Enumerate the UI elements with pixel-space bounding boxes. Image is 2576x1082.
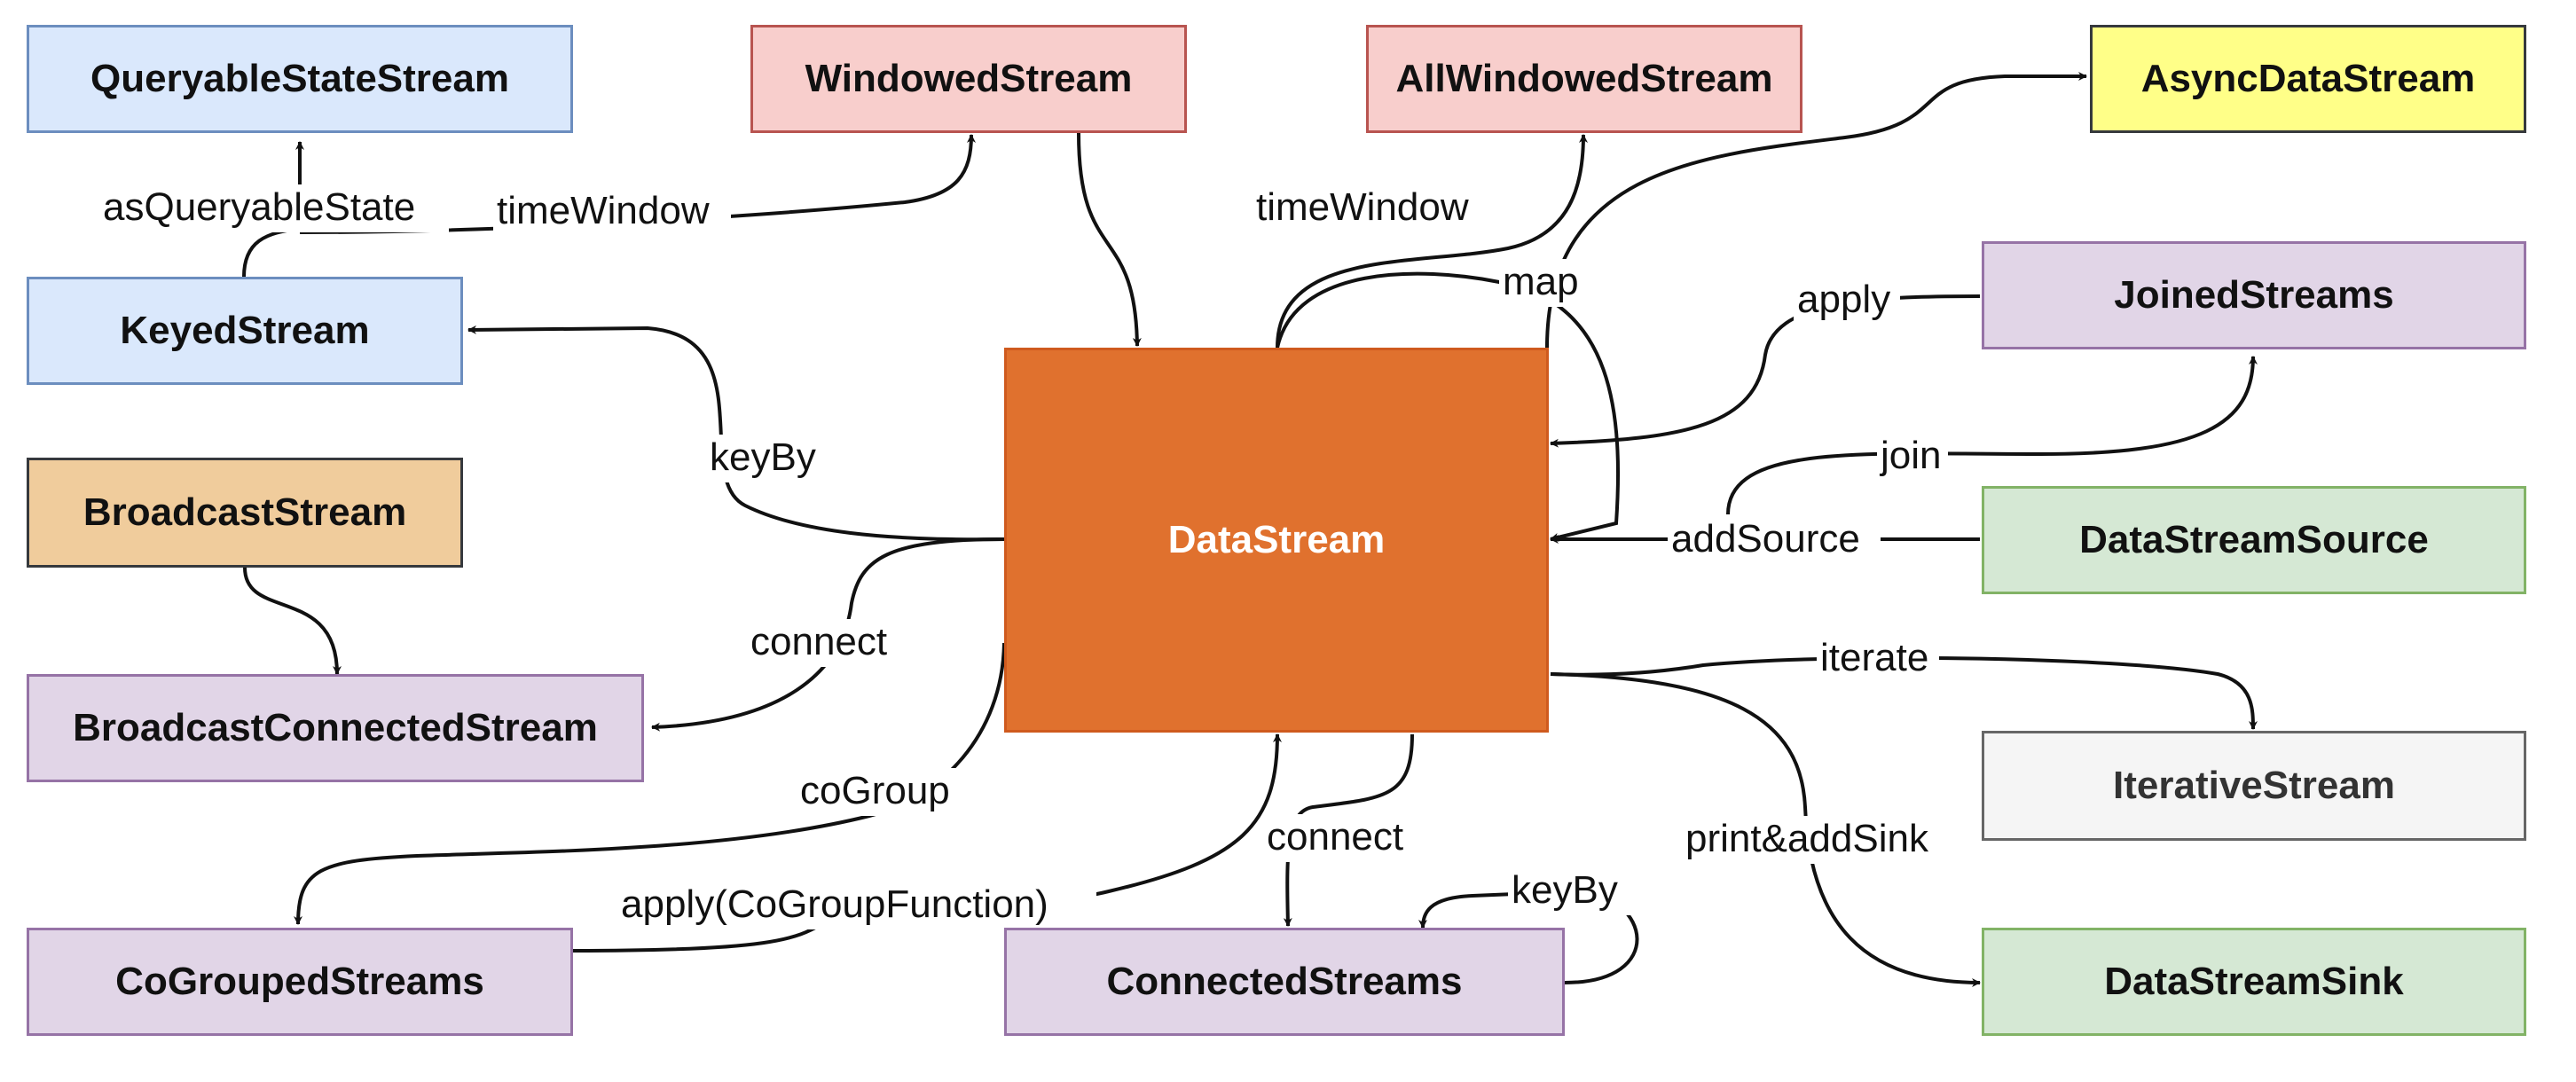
edge-time-window-all <box>1276 134 1588 349</box>
node-queryable-state-stream[interactable]: QueryableStateStream <box>27 25 573 133</box>
label-time-window-keyed: timeWindow <box>497 189 710 232</box>
label-apply-cogroup-function: apply(CoGroupFunction) <box>621 882 1048 926</box>
label-print-add-sink: print&addSink <box>1685 817 1929 860</box>
edge-print-add-sink <box>1550 672 1981 987</box>
label-co-group: coGroup <box>800 769 950 812</box>
node-keyed-stream[interactable]: KeyedStream <box>27 277 463 385</box>
label-add-source: addSource <box>1671 517 1860 561</box>
label-as-queryable-state: asQueryableState <box>103 185 415 229</box>
label-connect-streams: connect <box>1267 815 1403 859</box>
node-connected-streams[interactable]: ConnectedStreams <box>1004 928 1565 1036</box>
label-join: join <box>1879 434 1942 477</box>
label-iterate: iterate <box>1820 636 1928 679</box>
edge-windowed-to-datastream <box>1077 132 1142 347</box>
node-all-windowed-stream[interactable]: AllWindowedStream <box>1366 25 1802 133</box>
edge-labels: asQueryableState timeWindow timeWindow m… <box>96 184 1948 929</box>
edge-to-async <box>1545 72 2087 349</box>
label-key-by: keyBy <box>710 435 816 479</box>
node-data-stream-source[interactable]: DataStreamSource <box>1982 486 2526 594</box>
edge-broadcast-to-connected <box>243 567 342 675</box>
edge-key-by <box>467 325 1005 542</box>
node-joined-streams[interactable]: JoinedStreams <box>1982 241 2526 349</box>
node-broadcast-stream[interactable]: BroadcastStream <box>27 458 463 568</box>
edge-time-window-keyed <box>299 134 976 234</box>
node-data-stream[interactable]: DataStream <box>1004 348 1549 733</box>
label-connect-broadcast: connect <box>750 620 887 663</box>
label-time-window-all: timeWindow <box>1256 185 1469 229</box>
label-key-by-connected: keyBy <box>1512 868 1618 912</box>
node-broadcast-connected-stream[interactable]: BroadcastConnectedStream <box>27 674 644 782</box>
edge-co-group <box>294 642 1006 925</box>
node-co-grouped-streams[interactable]: CoGroupedStreams <box>27 928 573 1036</box>
edge-connect-broadcast <box>651 537 1005 732</box>
node-async-data-stream[interactable]: AsyncDataStream <box>2090 25 2526 133</box>
node-data-stream-sink[interactable]: DataStreamSink <box>1982 928 2526 1036</box>
label-map: map <box>1503 260 1579 303</box>
edge-connect-streams <box>1283 733 1414 927</box>
edge-join <box>1726 356 2258 515</box>
node-iterative-stream[interactable]: IterativeStream <box>1982 731 2526 841</box>
node-windowed-stream[interactable]: WindowedStream <box>750 25 1187 133</box>
label-apply-joined: apply <box>1797 278 1890 321</box>
